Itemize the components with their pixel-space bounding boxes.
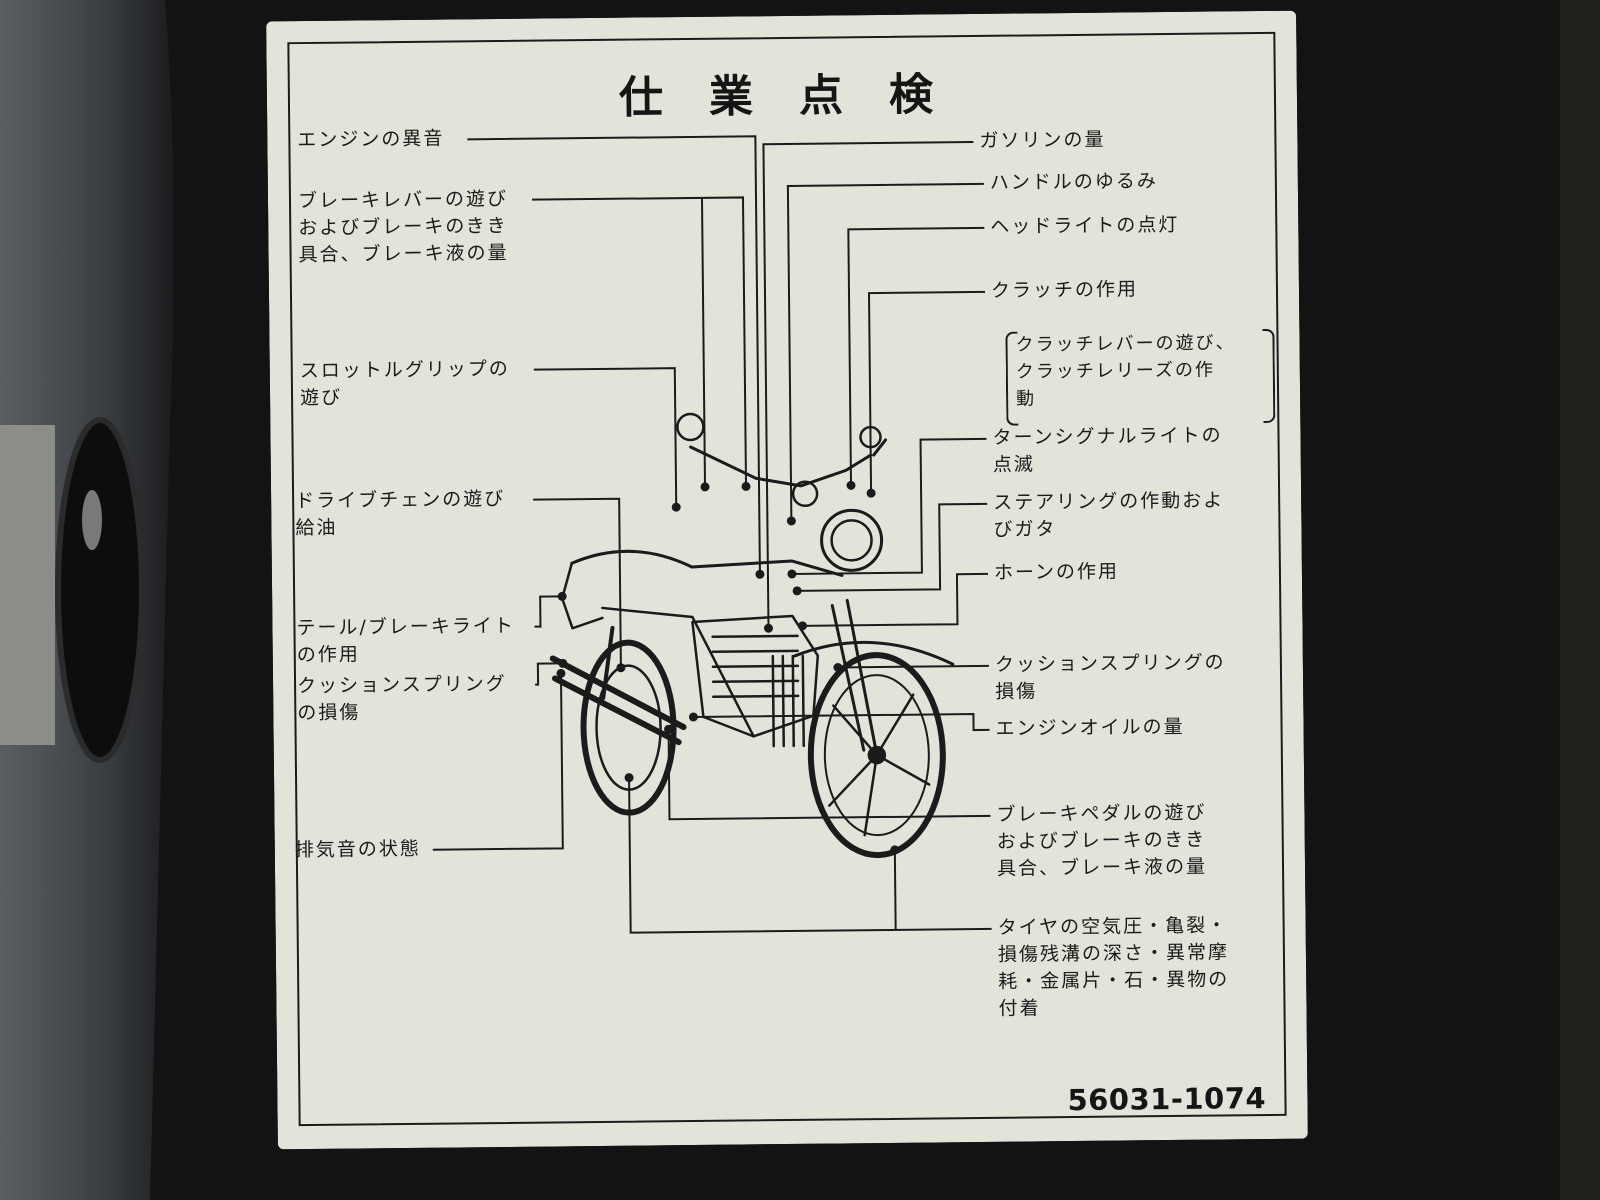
label-tail-brake-light: テール/ブレーキライト の作用 — [296, 614, 515, 667]
label-clutch-note: クラッチレバーの遊び、 クラッチレリーズの作 動 — [1015, 332, 1236, 410]
label-engine-noise: エンジンの異音 — [297, 127, 445, 152]
label-horn: ホーンの作用 — [993, 560, 1120, 584]
part-number: 56031-1074 — [1067, 1081, 1267, 1118]
leader-lines — [432, 135, 992, 934]
inspection-plate: 仕業点検 エンジンの異音 ブレーキレバーの遊び およびブレーキのきき 具合、ブレ… — [266, 10, 1308, 1150]
label-exhaust-sound: 排気音の状態 — [294, 837, 421, 862]
handlebar — [689, 438, 888, 488]
plate-drawing — [266, 10, 1308, 1150]
leader-dots — [556, 480, 900, 855]
label-steering: ステアリングの作動およ びガタ — [993, 489, 1225, 541]
rubber-grommet — [55, 417, 145, 763]
exhaust-muffler — [549, 655, 687, 746]
plate-border — [287, 31, 1287, 1127]
plate-title: 仕業点検 — [618, 68, 980, 124]
label-front-cushion-spring: クッションスプリングの 損傷 — [994, 651, 1226, 703]
label-handlebar-play: ハンドルのゆるみ — [989, 170, 1158, 194]
bracket-left — [0, 425, 55, 745]
label-throttle-grip: スロットルグリップの 遊び — [299, 357, 510, 410]
label-brake-lever: ブレーキレバーの遊び およびブレーキのきき 具合、ブレーキ液の量 — [297, 187, 509, 267]
rear-shock — [601, 625, 615, 700]
seat-and-tank — [570, 549, 844, 577]
front-rim — [823, 674, 930, 837]
frame — [601, 606, 755, 738]
label-brake-pedal: ブレーキペダルの遊び およびブレーキのきき 具合、ブレーキ液の量 — [996, 801, 1208, 880]
left-gauge — [791, 480, 819, 508]
clutch-note-bracket-right — [1262, 328, 1276, 424]
label-rear-cushion-spring: クッションスプリング の損傷 — [296, 672, 507, 725]
plate-background — [266, 10, 1308, 1150]
label-tires: タイヤの空気圧・亀裂・ 損傷残溝の深さ・異常摩 耗・金属片・石・異物の 付着 — [997, 914, 1230, 1020]
label-drive-chain: ドライブチェンの遊び 給油 — [295, 487, 506, 540]
label-clutch: クラッチの作用 — [990, 278, 1139, 302]
front-wheel — [807, 652, 946, 859]
label-turn-signal: ターンシグナルライトの 点滅 — [992, 424, 1223, 476]
label-headlight: ヘッドライトの点灯 — [990, 213, 1180, 238]
headlight — [820, 508, 884, 572]
label-engine-oil: エンジンオイルの量 — [995, 715, 1185, 740]
label-fuel-level: ガソリンの量 — [979, 128, 1106, 152]
